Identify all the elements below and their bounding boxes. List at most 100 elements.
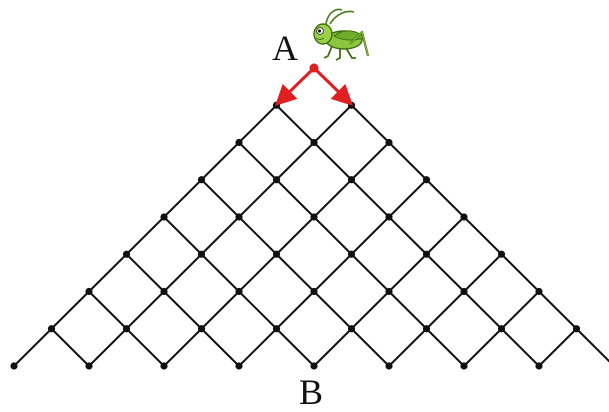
lattice-edge — [350, 141, 390, 181]
lattice-edge — [313, 178, 353, 218]
lattice-node — [310, 287, 318, 296]
lattice-edge — [388, 216, 428, 256]
lattice-edge — [313, 253, 353, 293]
lattice-node — [235, 287, 243, 296]
lattice-edge — [200, 178, 240, 218]
lattice-edge — [350, 290, 390, 330]
lattice-edge — [88, 327, 128, 367]
lattice-node — [197, 176, 206, 184]
lattice-edge — [163, 290, 203, 330]
lattice-node — [535, 362, 543, 370]
end-label: B — [299, 372, 323, 412]
lattice-edge — [463, 253, 503, 293]
lattice-node — [460, 213, 468, 221]
lattice-edge — [350, 104, 390, 144]
lattice-node — [160, 362, 168, 370]
lattice-edge — [313, 290, 353, 330]
lattice-node — [47, 325, 56, 333]
lattice-node — [160, 287, 168, 296]
grasshopper-icon — [313, 8, 370, 61]
lattice-edge — [200, 141, 240, 181]
lattice-node — [235, 138, 243, 147]
lattice-edge — [200, 327, 240, 367]
lattice-node — [85, 287, 93, 296]
lattice-edge — [275, 178, 315, 218]
lattice-edge — [125, 327, 165, 367]
lattice-edge — [538, 327, 578, 367]
arrow-down-right — [312, 66, 354, 106]
lattice-node — [122, 325, 131, 333]
lattice-edge — [238, 216, 278, 256]
lattice-edge — [200, 216, 240, 256]
lattice-node — [235, 213, 243, 221]
lattice-edge — [463, 327, 503, 367]
lattice-edge — [163, 327, 203, 367]
lattice-node — [272, 325, 281, 333]
lattice-node — [572, 325, 581, 333]
lattice-edge — [313, 104, 353, 144]
lattice-node — [497, 250, 506, 258]
lattice-edge — [500, 290, 540, 330]
lattice-node — [235, 362, 243, 370]
lattice-edge — [350, 253, 390, 293]
lattice-node — [347, 250, 356, 258]
lattice-edge — [275, 253, 315, 293]
lattice-node — [310, 362, 318, 370]
lattice-node — [310, 138, 318, 147]
lattice-edge — [388, 253, 428, 293]
lattice-node — [385, 287, 393, 296]
lattice-nodes — [10, 101, 581, 370]
lattice-edge — [50, 290, 90, 330]
lattice-edge — [575, 327, 609, 363]
lattice-node — [347, 325, 356, 333]
start-label: A — [272, 28, 298, 68]
lattice-edge — [163, 178, 203, 218]
lattice-edge — [13, 327, 53, 367]
lattice-edge — [200, 253, 240, 293]
start-arrows — [274, 63, 354, 106]
lattice-edge — [238, 253, 278, 293]
start-point — [309, 63, 319, 73]
lattice-node — [10, 362, 18, 370]
lattice-edge — [125, 216, 165, 256]
lattice-edge — [163, 216, 203, 256]
lattice-node — [497, 325, 506, 333]
lattice-node — [310, 213, 318, 221]
lattice-edge — [200, 290, 240, 330]
lattice-node — [272, 250, 281, 258]
lattice-node — [535, 287, 543, 296]
lattice-node — [347, 176, 356, 184]
lattice-edge — [313, 327, 353, 367]
lattice-node — [422, 250, 431, 258]
lattice-node — [272, 176, 281, 184]
lattice-edge — [125, 253, 165, 293]
lattice-edge — [238, 290, 278, 330]
lattice-edge — [425, 290, 465, 330]
lattice-edge — [275, 327, 315, 367]
lattice-edge — [88, 253, 128, 293]
lattice-node — [385, 362, 393, 370]
lattice-edge — [350, 216, 390, 256]
lattice-edge — [238, 327, 278, 367]
lattice-edge — [500, 327, 540, 367]
arrow-down-left — [274, 66, 316, 106]
lattice-node — [460, 362, 468, 370]
lattice-node — [422, 176, 431, 184]
lattice-edge — [463, 290, 503, 330]
lattice-node — [422, 325, 431, 333]
lattice-edge — [388, 327, 428, 367]
lattice-edge — [313, 141, 353, 181]
lattice-node — [460, 287, 468, 296]
lattice-edge — [163, 253, 203, 293]
lattice-edge — [125, 290, 165, 330]
lattice-node — [385, 213, 393, 221]
lattice-edge — [275, 141, 315, 181]
lattice-edge — [425, 253, 465, 293]
lattice-edge — [275, 290, 315, 330]
lattice-node — [197, 250, 206, 258]
lattice-edge — [50, 327, 90, 367]
lattice-edge — [500, 253, 540, 293]
lattice-edge — [313, 216, 353, 256]
lattice-node — [197, 325, 206, 333]
lattice-edge — [388, 290, 428, 330]
